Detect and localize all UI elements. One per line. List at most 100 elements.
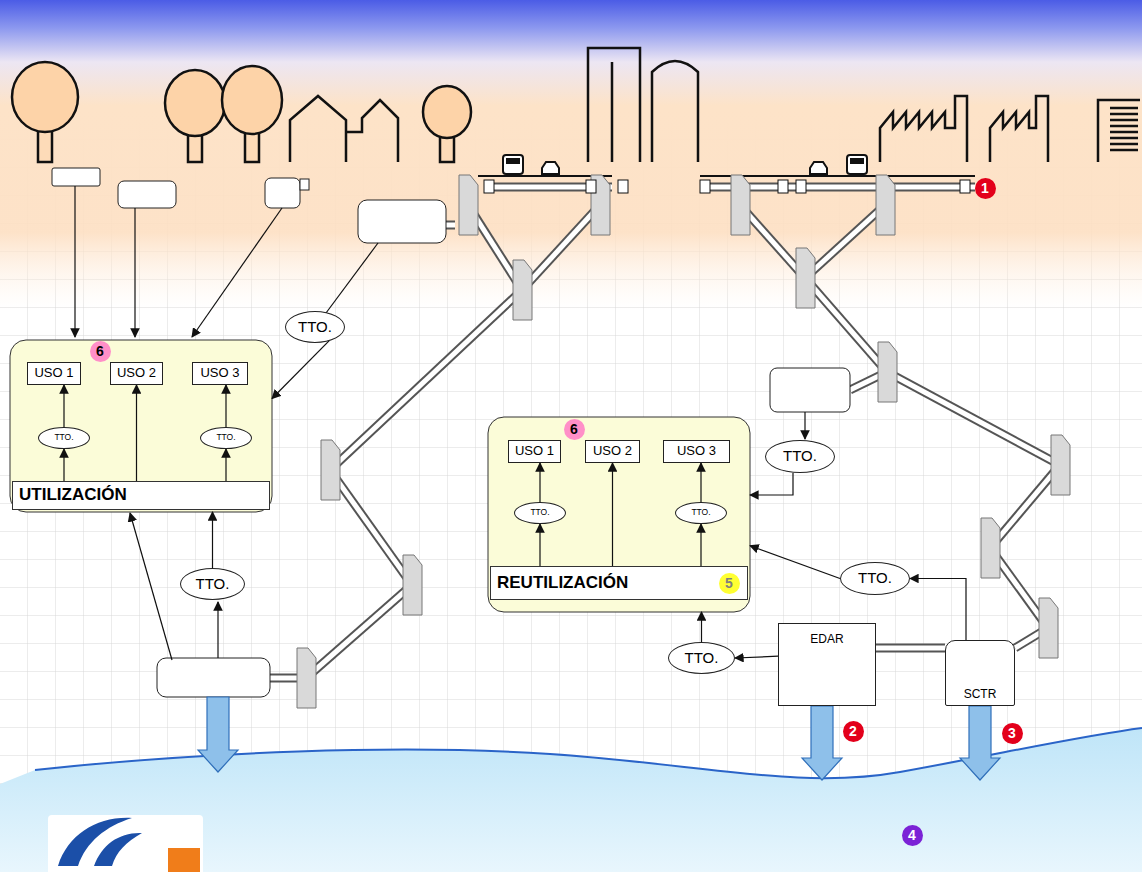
building-outline xyxy=(1098,100,1140,162)
connector-line xyxy=(225,385,226,427)
flow-arrow xyxy=(212,512,213,568)
node-label: USO 3 xyxy=(200,366,239,380)
connector-line xyxy=(272,340,330,399)
flow-line xyxy=(326,243,378,313)
flow-arrow xyxy=(750,546,840,579)
node-label: USO 3 xyxy=(677,444,716,458)
node-label: TTO. xyxy=(691,508,710,517)
node-label: USO 2 xyxy=(117,366,156,380)
manhole xyxy=(878,342,897,402)
connector-line xyxy=(700,524,701,566)
node-label: EDAR xyxy=(810,633,843,646)
connector-line xyxy=(539,524,540,566)
node-label: USO 1 xyxy=(34,366,73,380)
use-box: USO 2 xyxy=(110,362,163,385)
panel-title-bar: REUTILIZACIÓN xyxy=(490,566,748,600)
flow-line xyxy=(74,186,75,337)
pipe-wall xyxy=(876,643,945,652)
source-box xyxy=(300,179,309,190)
blind-line xyxy=(1110,137,1138,140)
node-label: TTO. xyxy=(196,576,230,593)
car xyxy=(542,162,559,174)
treatment-ellipse: TTO. xyxy=(765,440,835,473)
discharge-arrow xyxy=(802,706,842,780)
callout-number: 6 xyxy=(90,341,111,362)
connector-line xyxy=(750,473,793,495)
flow-arrow xyxy=(910,579,966,641)
manhole xyxy=(731,175,750,235)
discharge-arrow xyxy=(198,697,238,772)
storm-tank: SCTR xyxy=(945,640,1015,706)
node-label: TTO. xyxy=(298,319,332,336)
treatment-ellipse: TTO. xyxy=(668,642,735,674)
use-box: USO 1 xyxy=(27,362,81,385)
node-label: TTO. xyxy=(216,433,235,442)
house-connection xyxy=(960,180,970,193)
connector-line xyxy=(136,385,137,481)
panel-outline xyxy=(488,417,750,612)
building-outline xyxy=(588,48,640,162)
city-skyline xyxy=(12,48,1140,176)
flow-arrow xyxy=(701,463,702,502)
bus xyxy=(503,155,523,174)
source-box xyxy=(157,658,270,697)
connector-line xyxy=(876,647,945,648)
flow-arrow xyxy=(64,449,65,481)
manhole xyxy=(297,648,316,708)
node-label: TTO. xyxy=(783,448,817,465)
use-box: USO 1 xyxy=(508,440,561,463)
source-box xyxy=(770,368,850,412)
source-box xyxy=(52,168,100,186)
treatment-ellipse: TTO. xyxy=(675,502,727,524)
blind-line xyxy=(1110,107,1138,110)
blind-line xyxy=(1110,143,1138,146)
flow-arrow xyxy=(612,463,613,566)
sky-gradient xyxy=(0,0,1142,310)
callout-number: 3 xyxy=(1002,723,1023,744)
treatment-ellipse: TTO. xyxy=(38,427,90,449)
flow-arrow xyxy=(64,385,65,427)
connector-line xyxy=(63,449,64,481)
pipe-bore xyxy=(805,205,885,278)
connector-line xyxy=(225,449,226,481)
house-connection xyxy=(700,180,710,193)
reuse-panel: REUTILIZACIÓNUSO 1USO 2USO 3TTO.TTO. xyxy=(488,417,750,612)
logo-bar xyxy=(168,848,200,872)
house-connection xyxy=(796,180,806,193)
treatment-ellipse: TTO. xyxy=(285,311,345,343)
flow-arrow xyxy=(540,463,541,502)
car xyxy=(810,162,827,174)
bus xyxy=(847,155,867,174)
pipe-wall xyxy=(522,205,600,290)
callout-number: 5 xyxy=(719,573,740,594)
flow-arrow xyxy=(136,385,137,481)
pipe-wall xyxy=(306,585,412,678)
usage-panel: UTILIZACIÓN USO 1 USO 2 USO 3 TTO. TTO. xyxy=(10,340,272,512)
callout-number: 2 xyxy=(843,721,864,742)
flow-arrow xyxy=(735,656,778,658)
manhole xyxy=(513,260,532,320)
house-connection xyxy=(586,180,596,193)
flow-arrow xyxy=(701,524,702,566)
manhole xyxy=(981,518,1000,578)
manhole xyxy=(1039,598,1058,658)
manhole xyxy=(321,440,340,500)
tree-crown xyxy=(165,70,225,136)
pipe-wall xyxy=(887,372,1060,465)
flow-arrow xyxy=(701,612,702,642)
panel-title-bar: UTILIZACIÓN xyxy=(12,481,270,510)
building-outline xyxy=(880,96,967,162)
road xyxy=(478,175,975,177)
treatment-ellipse: TTO. xyxy=(840,562,910,595)
pipe-bore xyxy=(522,205,600,290)
blind-line xyxy=(1110,149,1138,152)
node-label: TTO. xyxy=(530,508,549,517)
logo xyxy=(48,815,203,872)
pipe-bore xyxy=(876,645,945,650)
use-box: USO 3 xyxy=(663,440,730,463)
blind-line xyxy=(1110,119,1138,122)
house-connection xyxy=(484,180,494,193)
connector-line xyxy=(735,656,778,658)
